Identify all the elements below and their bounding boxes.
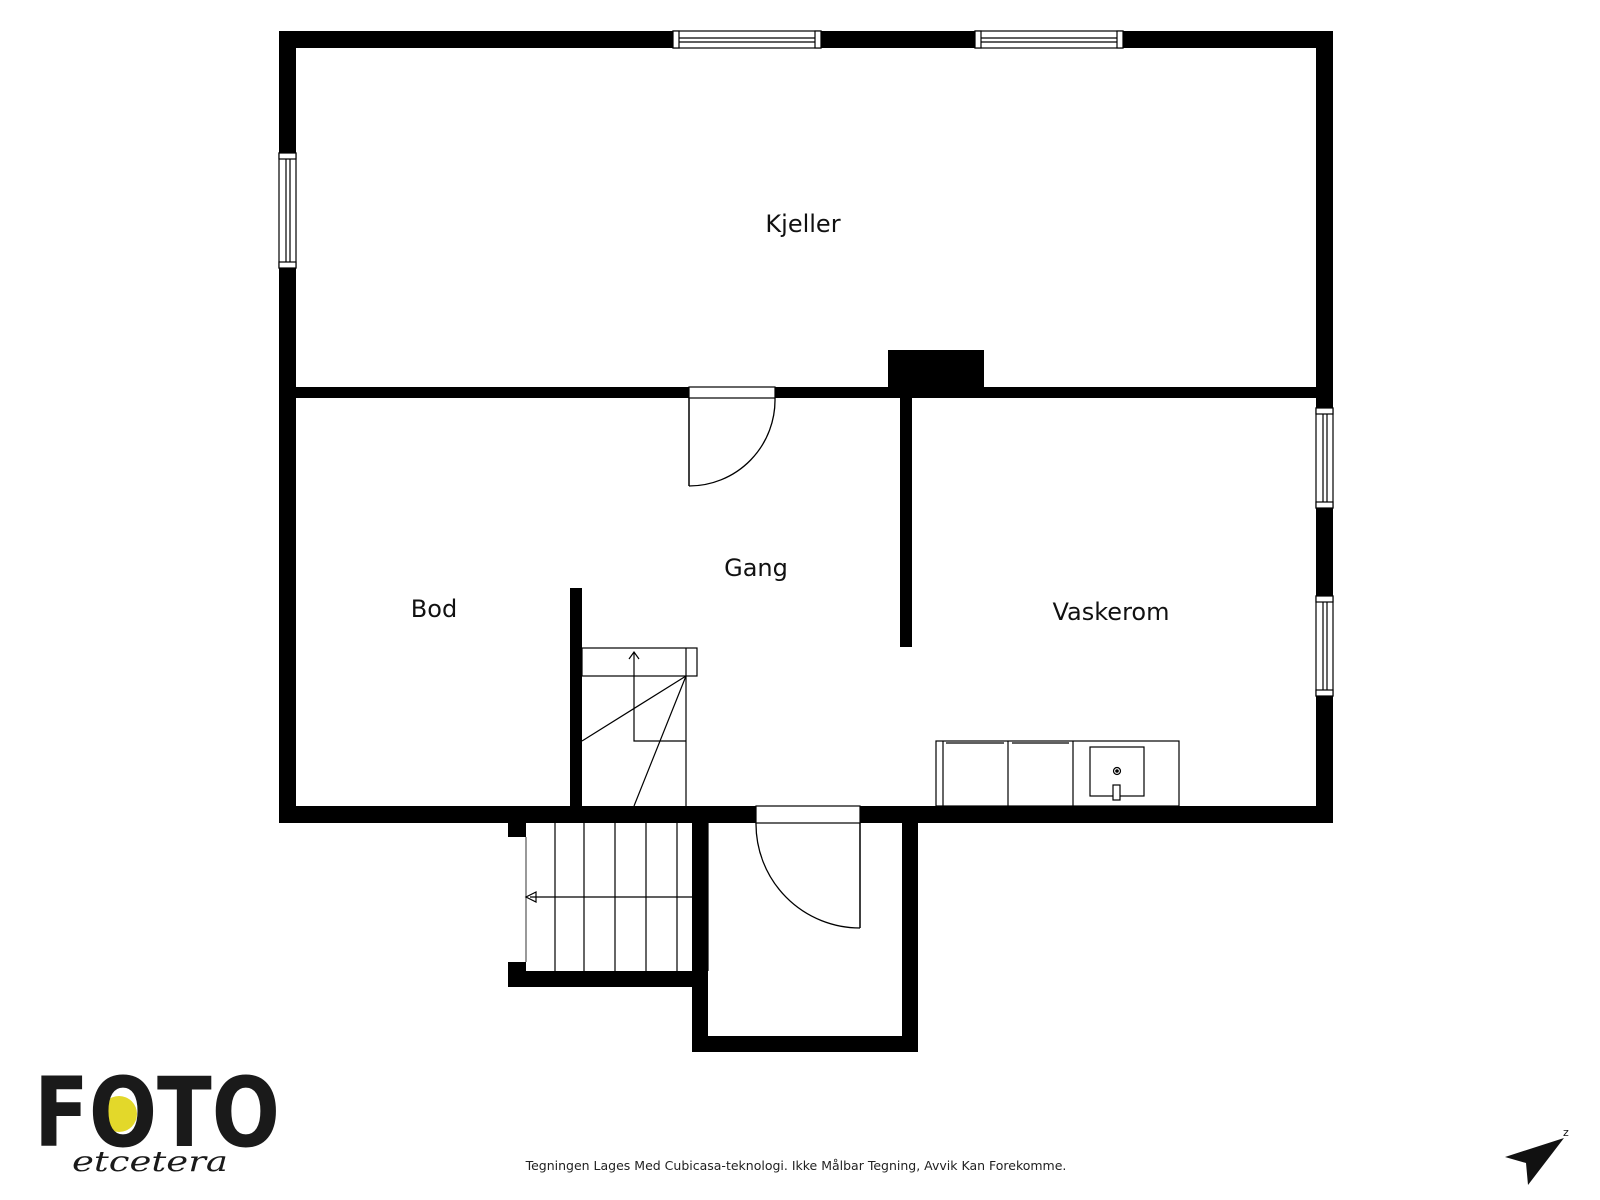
logo-accent-dot bbox=[101, 1096, 137, 1132]
interior-walls bbox=[296, 350, 1316, 808]
room-label-bod: Bod bbox=[411, 595, 457, 623]
logo-sub-text: etcetera bbox=[72, 1145, 228, 1178]
window-right-upper bbox=[1315, 407, 1334, 509]
interior-staircase bbox=[581, 647, 698, 807]
disclaimer-text: Tegningen Lages Med Cubicasa-teknologi. … bbox=[525, 1158, 1067, 1173]
logo-main-text: FOTO bbox=[34, 1057, 280, 1169]
sink-icon bbox=[1089, 746, 1145, 801]
room-label-gang: Gang bbox=[724, 554, 788, 582]
compass-north-arrow-icon: z bbox=[1505, 1126, 1569, 1185]
foto-etcetera-logo: FOTO etcetera bbox=[34, 1057, 280, 1178]
door-kjeller-gang[interactable] bbox=[688, 386, 776, 487]
window-top-right bbox=[974, 30, 1124, 49]
window-left bbox=[278, 152, 297, 269]
annex-walls bbox=[508, 820, 918, 1052]
window-right-lower bbox=[1315, 595, 1334, 697]
room-label-vaskerom: Vaskerom bbox=[1053, 598, 1170, 626]
room-label-kjeller: Kjeller bbox=[765, 210, 840, 238]
exterior-staircase bbox=[524, 823, 709, 971]
windows bbox=[278, 30, 1334, 697]
compass-letter: z bbox=[1563, 1126, 1569, 1139]
outer-walls bbox=[279, 31, 1333, 823]
door-entrance[interactable] bbox=[755, 805, 861, 929]
window-top-left bbox=[672, 30, 822, 49]
